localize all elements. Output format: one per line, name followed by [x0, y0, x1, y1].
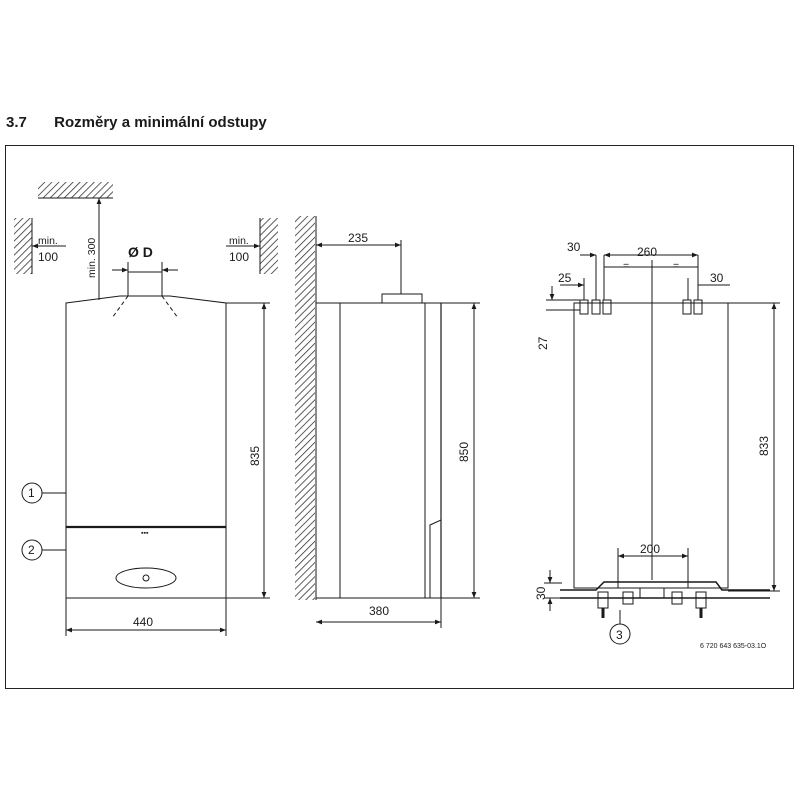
front-height-label: 835: [248, 446, 262, 466]
display-ellipse: [115, 567, 177, 589]
top-fitting-5: [693, 299, 703, 315]
flue-diameter-label: Ø D: [128, 244, 153, 260]
min-left-value: 100: [38, 250, 58, 264]
top-fitting-3: [602, 299, 612, 315]
dim-25-label: 25: [558, 271, 572, 285]
rear-height-label: 833: [757, 436, 771, 456]
dim-200-label: 200: [640, 542, 660, 556]
dim-27-label: 27: [536, 336, 550, 350]
min-top-label: min. 300: [86, 238, 98, 278]
front-view: ▪▪▪: [14, 182, 278, 636]
min-right-value: 100: [229, 250, 249, 264]
dim-30-left-label: 30: [567, 240, 581, 254]
valve-5: [695, 591, 707, 609]
svg-text:▪▪▪: ▪▪▪: [141, 530, 149, 537]
boiler-body-front: [65, 295, 227, 599]
min-left-label: min.: [38, 235, 58, 247]
flue-pipe: [127, 271, 163, 297]
section-number: 3.7: [6, 114, 27, 131]
dim-eq-1-label: =: [623, 260, 629, 272]
mounting-bracket: [560, 581, 770, 591]
rear-view: [544, 252, 780, 645]
valve-2: [622, 591, 634, 605]
callout-2-label: 2: [28, 543, 35, 557]
min-right-label: min.: [229, 235, 249, 247]
dim-260-label: 260: [637, 245, 657, 259]
top-fitting-4: [682, 299, 692, 315]
rear-view-labels: 30 260 = = 25 30 27 833 200 30 3 6 720 6…: [534, 240, 771, 650]
right-wall-hatch: [260, 218, 278, 274]
valve-3: [639, 587, 665, 599]
front-width-label: 440: [133, 615, 153, 629]
top-fitting-2: [591, 299, 601, 315]
dim-30-right-label: 30: [710, 271, 724, 285]
ceiling-hatch: [38, 182, 113, 198]
boiler-body-side: [315, 302, 442, 599]
side-flue: [381, 293, 423, 304]
left-wall-hatch: [14, 218, 32, 274]
valve-1: [597, 591, 609, 609]
side-height-label: 850: [457, 442, 471, 462]
valve-4: [671, 591, 683, 605]
side-depth-label: 380: [369, 604, 389, 618]
reference-code: 6 720 643 635-03.1O: [700, 643, 767, 650]
flue-dashed: [111, 295, 179, 319]
side-view-labels: 235 850 380: [348, 231, 471, 618]
section-title: Rozměry a minimální odstupy: [54, 114, 267, 131]
dim-30-bottom-label: 30: [534, 586, 548, 600]
dim-eq-2-label: =: [673, 260, 679, 272]
wall-hatch: [295, 216, 315, 600]
callout-3-label: 3: [616, 628, 623, 642]
figure-frame: [5, 145, 794, 689]
top-fitting-1: [579, 299, 589, 315]
side-flue-offset-label: 235: [348, 231, 368, 245]
callout-1-label: 1: [28, 486, 35, 500]
side-view: [295, 216, 480, 628]
front-view-labels: min. 100 min. 100 min. 300 Ø D 835 440 1…: [28, 235, 262, 629]
section-heading: 3.7 Rozměry a minimální odstupy: [6, 114, 267, 131]
